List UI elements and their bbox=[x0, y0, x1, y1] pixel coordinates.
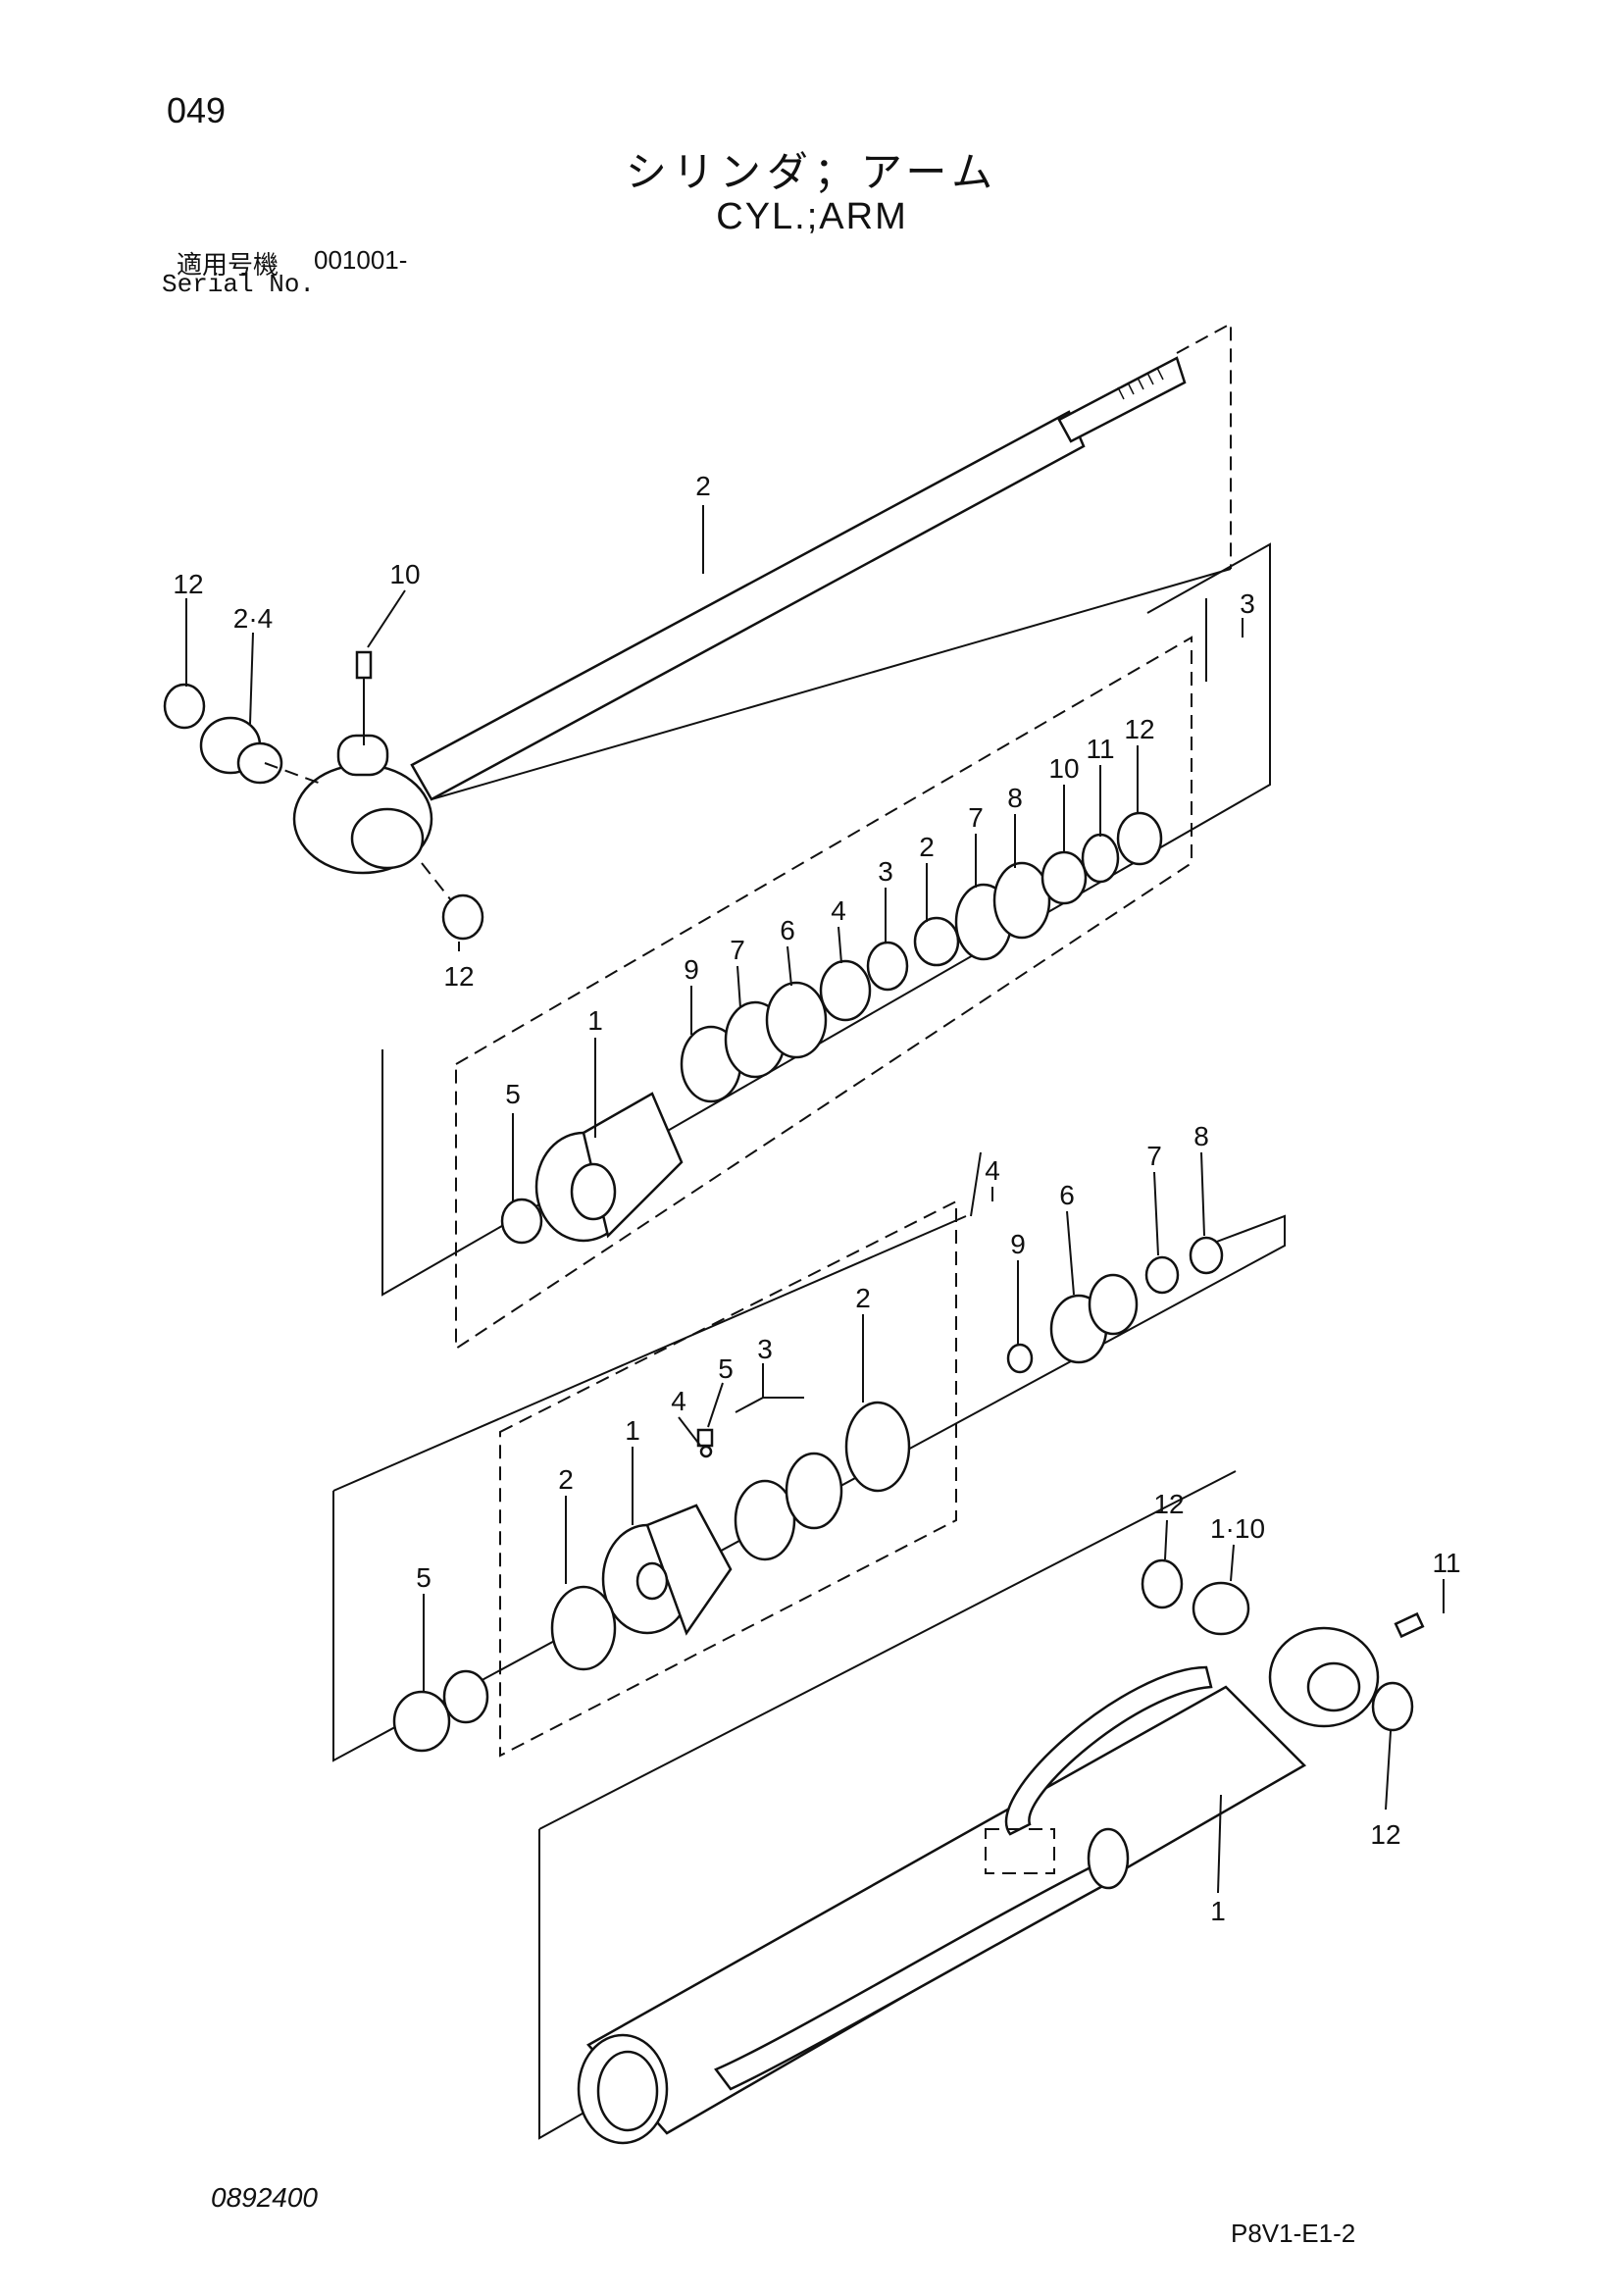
callout-seal: 12 bbox=[173, 569, 203, 599]
ring-7 bbox=[1144, 1255, 1180, 1295]
wear-ring-2 bbox=[550, 1585, 617, 1671]
piston-rod bbox=[410, 410, 1086, 801]
callout-4-d: 5 bbox=[718, 1353, 734, 1384]
callout-4-b: 1 bbox=[625, 1415, 640, 1446]
piston-kit-4 bbox=[332, 1151, 1286, 1762]
seal-ring-3b bbox=[785, 1452, 843, 1530]
rod-end-thread bbox=[1057, 356, 1187, 443]
rod-eye-bore bbox=[350, 807, 425, 870]
ring-10 bbox=[1040, 850, 1088, 905]
thread-lines bbox=[1117, 367, 1164, 400]
callout-3-j: 8 bbox=[1007, 783, 1023, 813]
callout-3-b: 1 bbox=[587, 1005, 603, 1036]
callout-bushing: 2·4 bbox=[233, 603, 273, 634]
seal-kit-3 bbox=[381, 542, 1271, 1351]
bushing-1-10 bbox=[1192, 1581, 1250, 1636]
callout-3-h: 2 bbox=[919, 832, 935, 862]
callout-collar: 5 bbox=[416, 1562, 431, 1593]
leader-lines bbox=[185, 505, 1445, 1894]
ring-4 bbox=[819, 959, 872, 1022]
cylinder-tube bbox=[586, 1685, 1307, 2135]
seal-ring-3a bbox=[734, 1479, 796, 1561]
callout-4-f: 2 bbox=[855, 1283, 871, 1313]
grease-fitting-icon bbox=[355, 650, 373, 680]
callout-4-j: 8 bbox=[1193, 1121, 1209, 1151]
ring-12 bbox=[1116, 811, 1163, 866]
ring-6 bbox=[765, 981, 828, 1059]
snap-ring-9 bbox=[1006, 1343, 1034, 1374]
wear-ring-2b bbox=[844, 1401, 911, 1493]
ring-11 bbox=[1081, 833, 1120, 884]
callout-rod: 2 bbox=[695, 471, 711, 501]
grease-fitting-11-icon bbox=[1394, 1611, 1425, 1639]
pipe-clamp bbox=[985, 1828, 1055, 1874]
set-screw bbox=[696, 1428, 714, 1448]
callout-3-d: 7 bbox=[730, 935, 745, 965]
callout-tube-seal: 12 bbox=[1153, 1489, 1184, 1519]
dust-seal bbox=[500, 1198, 543, 1245]
serial-label-english: Serial No. bbox=[162, 270, 316, 299]
collar bbox=[392, 1690, 451, 1753]
callout-4-h: 6 bbox=[1059, 1180, 1075, 1210]
callout-4-c: 4 bbox=[671, 1386, 686, 1416]
callout-tube-grease-fitting: 11 bbox=[1432, 1548, 1460, 1578]
callout-3-k: 10 bbox=[1048, 753, 1079, 784]
title-english: CYL.;ARM bbox=[716, 196, 908, 237]
page-number: 049 bbox=[167, 90, 227, 130]
callout-3-i: 7 bbox=[968, 802, 984, 833]
ring-8 bbox=[992, 861, 1051, 940]
seal-12-lower bbox=[1371, 1681, 1414, 1732]
callout-grease-fitting: 10 bbox=[389, 559, 420, 589]
callout-4-a: 2 bbox=[558, 1464, 574, 1495]
callout-labels: 2 10 12 2·4 12 3 5 1 9 7 6 4 3 2 7 8 10 … bbox=[173, 471, 1460, 1926]
callout-tube-seal-lower: 12 bbox=[1370, 1819, 1400, 1850]
callout-group-4: 4 bbox=[985, 1155, 1000, 1186]
bushing-2 bbox=[913, 916, 960, 967]
steel-ball bbox=[699, 1445, 713, 1458]
callout-4-e: 3 bbox=[757, 1334, 773, 1364]
seal-ring-lower bbox=[441, 893, 484, 941]
piston-kit-boundary bbox=[499, 1199, 957, 1758]
drawing-number: 0892400 bbox=[211, 2182, 319, 2213]
piston-rod-assembly bbox=[163, 322, 1232, 941]
ring-8 bbox=[1189, 1236, 1224, 1275]
seal-12-upper bbox=[1141, 1558, 1184, 1609]
callout-3-a: 5 bbox=[505, 1079, 521, 1109]
ring-3 bbox=[866, 941, 909, 992]
cylinder-tube-assembly bbox=[538, 1470, 1425, 2145]
upper-pipe bbox=[1004, 1665, 1213, 1836]
callout-4-i: 7 bbox=[1146, 1141, 1162, 1171]
callout-3-f: 4 bbox=[831, 895, 846, 926]
callout-seal-lower: 12 bbox=[443, 961, 474, 992]
callout-4-g: 9 bbox=[1010, 1229, 1026, 1259]
title-japanese: シリンダ；アーム bbox=[625, 148, 999, 196]
callout-tube-bushing: 1·10 bbox=[1210, 1513, 1265, 1544]
callout-3-c: 9 bbox=[684, 954, 699, 985]
callout-group-3: 3 bbox=[1240, 588, 1255, 619]
callout-3-l: 11 bbox=[1086, 734, 1114, 764]
serial-number-value: 001001- bbox=[314, 245, 408, 275]
callout-tube: 1 bbox=[1210, 1896, 1226, 1926]
seal-kit-boundary bbox=[455, 636, 1193, 1351]
callout-3-g: 3 bbox=[878, 856, 893, 887]
seal-ring bbox=[163, 683, 206, 730]
serial-label-japanese: 適用号機 bbox=[177, 251, 279, 281]
callout-3-e: 6 bbox=[780, 915, 795, 945]
callout-3-m: 12 bbox=[1124, 714, 1154, 744]
page-code: P8V1-E1-2 bbox=[1231, 2219, 1356, 2248]
